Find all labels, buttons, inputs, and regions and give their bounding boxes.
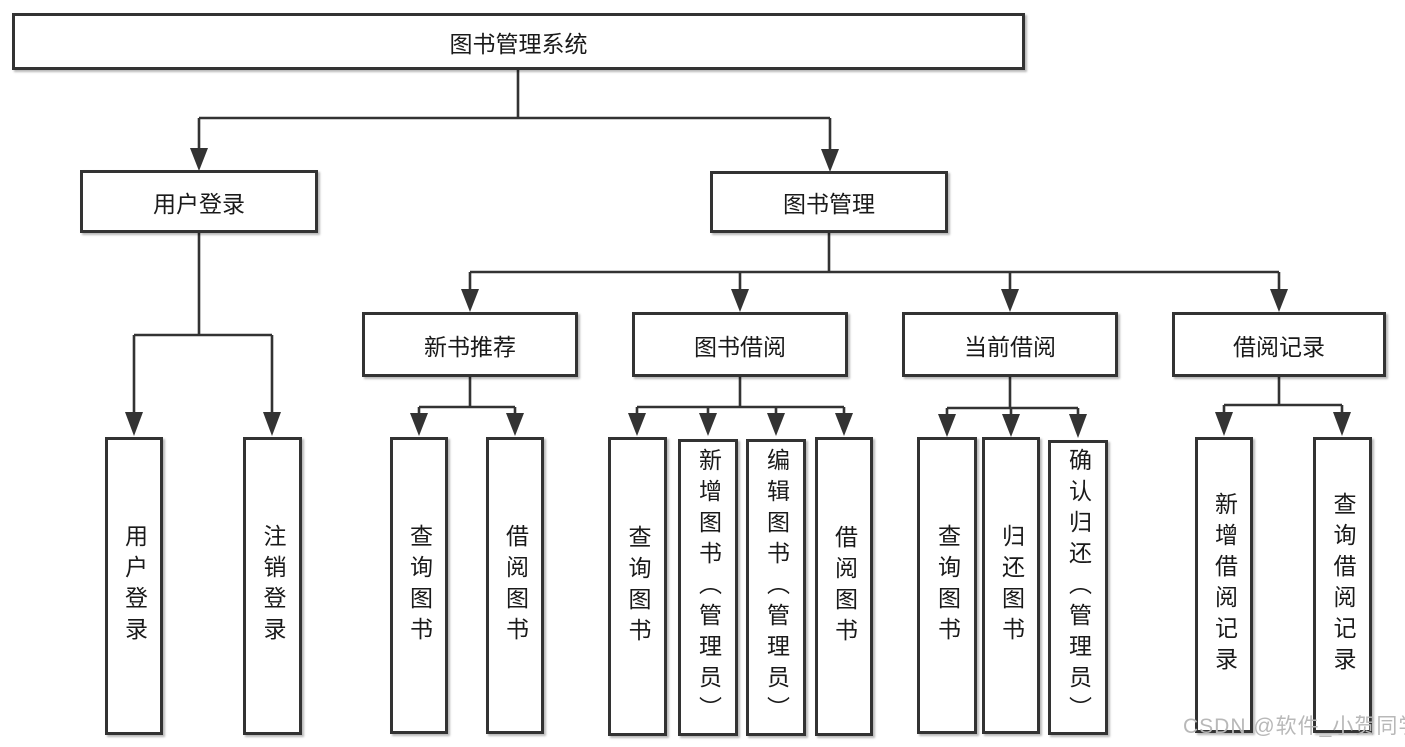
- node-logout: 注销登录: [243, 437, 302, 735]
- connector-book-borrow: [628, 377, 853, 436]
- node-confirm-return-admin: 确认归还（管理员）: [1048, 440, 1108, 735]
- csdn-watermark: CSDN @软件_小贺同学: [1183, 715, 1405, 738]
- connector-new-book: [410, 377, 524, 436]
- connector-current-borrow: [938, 377, 1087, 438]
- node-query-books-borrow: 查询图书: [608, 437, 667, 736]
- node-query-books-recommend: 查询图书: [390, 437, 448, 734]
- node-new-book-recommendation: 新书推荐: [362, 312, 578, 377]
- node-query-books-current: 查询图书: [917, 437, 977, 734]
- connector-book-mgmt: [461, 233, 1288, 312]
- node-edit-books-admin: 编辑图书（管理员）: [746, 439, 806, 736]
- node-user-login-action: 用户登录: [105, 437, 163, 735]
- node-borrow-books: 借阅图书: [815, 437, 873, 736]
- connector-user-login: [125, 233, 281, 436]
- node-borrowing-records: 借阅记录: [1172, 312, 1386, 377]
- node-user-login: 用户登录: [80, 170, 318, 233]
- node-return-books: 归还图书: [982, 437, 1040, 734]
- node-query-borrow-record: 查询借阅记录: [1313, 437, 1372, 733]
- connector-root-to-level2: [190, 70, 839, 172]
- node-add-books-admin: 新增图书（管理员）: [678, 439, 738, 736]
- node-book-borrowing: 图书借阅: [632, 312, 848, 377]
- node-current-borrowing: 当前借阅: [902, 312, 1118, 377]
- node-book-management: 图书管理: [710, 171, 948, 233]
- node-borrow-books-recommend: 借阅图书: [486, 437, 544, 734]
- node-add-borrow-record: 新增借阅记录: [1195, 437, 1253, 733]
- connector-borrow-records: [1215, 377, 1351, 436]
- node-library-management-system: 图书管理系统: [12, 13, 1025, 70]
